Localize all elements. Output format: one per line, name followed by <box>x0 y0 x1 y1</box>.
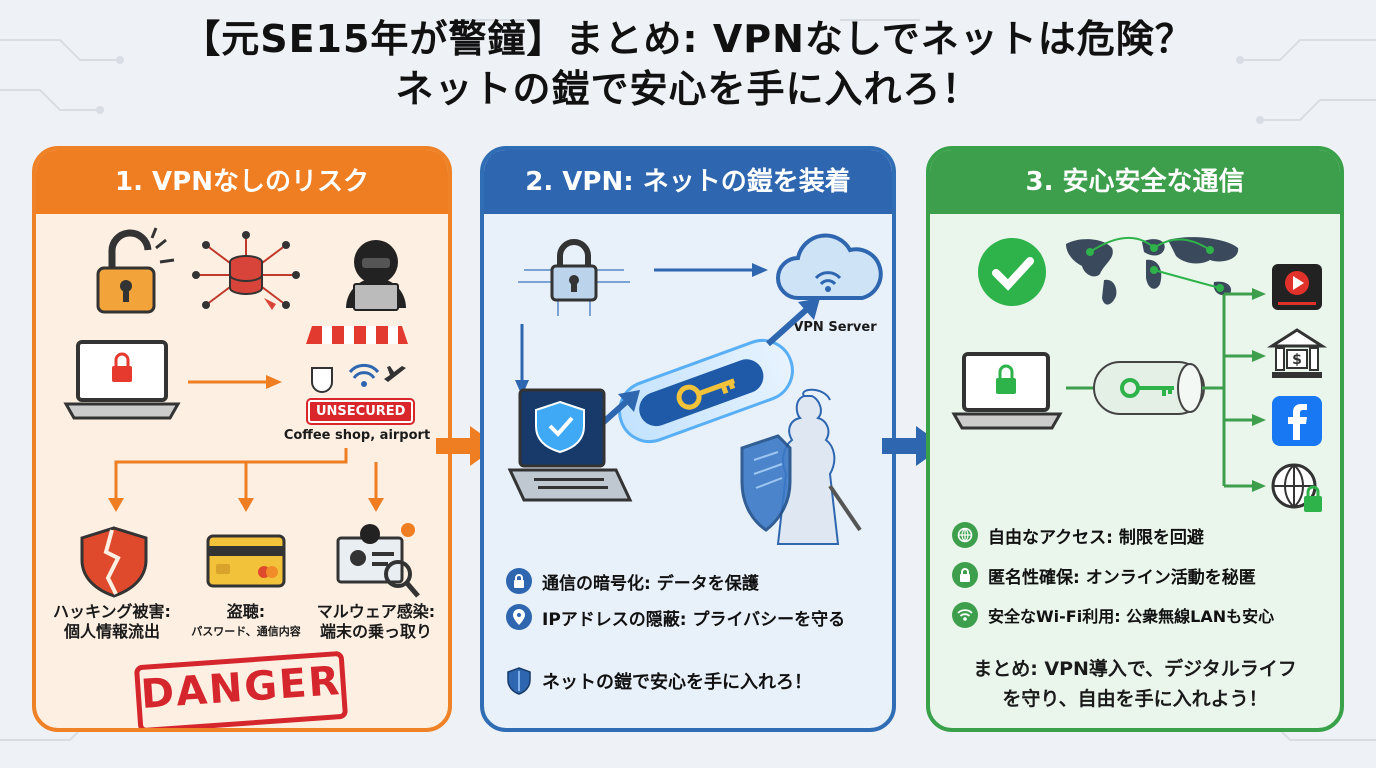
feature-encryption-text: 通信の暗号化: データを保護 <box>542 573 759 594</box>
lock-icon <box>952 562 978 588</box>
hacker-icon <box>346 240 406 311</box>
title-line-1: 【元SE15年が警鐘】まとめ: VPNなしでネットは危険？ <box>182 17 1194 61</box>
vpn-panel-header: 2. VPN: ネットの鎧を装着 <box>484 150 892 214</box>
risk-hacking-label: ハッキング被害: 個人情報流出 <box>53 602 171 641</box>
wifi-icon <box>952 602 978 628</box>
benefit-free-access: 自由なアクセス: 制限を回避 <box>952 522 1204 548</box>
svg-text:$: $ <box>1292 352 1302 368</box>
world-map-icon <box>1066 236 1239 305</box>
globe-lock-icon <box>1271 463 1322 512</box>
arrow-tunnel-to-server <box>765 298 820 347</box>
lock-icon <box>506 568 532 594</box>
page-title: 【元SE15年が警鐘】まとめ: VPNなしでネットは危険？ ネットの鎧で安心を手… <box>0 14 1376 114</box>
vpn-panel: 2. VPN: ネットの鎧を装着 VPN Server <box>480 146 896 732</box>
arrow-down-to-laptop <box>515 324 529 396</box>
vpn-server-label: VPN Server <box>793 320 877 335</box>
feature-ip-hiding-text: IPアドレスの隠蔽: プライバシーを守る <box>542 609 846 630</box>
location-pin-icon <box>506 604 532 630</box>
summary-text: まとめ: VPN導入で、デジタルライフ を守り、自由を手に入れよう！ <box>973 658 1297 710</box>
broken-padlock-icon <box>96 227 175 314</box>
arrow-to-server <box>654 263 768 277</box>
malware-laptop-icon <box>336 523 420 598</box>
broken-shield-icon <box>80 526 148 598</box>
risk-eavesdrop-label: 盗聴: パスワード、通信内容 <box>191 602 301 638</box>
benefit-anonymity-text: 匿名性確保: オンライン活動を秘匿 <box>988 567 1256 588</box>
cloud-server-icon <box>776 233 883 300</box>
shield-laptop-icon <box>507 388 633 502</box>
benefit-safe-wifi: 安全なWi-Fi利用: 公衆無線LANも安心 <box>952 602 1274 628</box>
risk-panel-header: 1. VPNなしのリスク <box>36 150 448 214</box>
vpn-tagline: ネットの鎧で安心を手に入れろ！ <box>506 667 812 695</box>
public-wifi-icon <box>306 326 408 393</box>
circuit-lock-icon <box>518 239 630 316</box>
facebook-icon <box>1272 396 1322 446</box>
video-player-icon <box>1272 264 1322 310</box>
wifi-location-caption: Coffee shop, airport <box>283 428 431 443</box>
laptop-icon <box>63 340 181 420</box>
check-circle-icon <box>978 238 1046 306</box>
safe-panel-header: 3. 安心安全な通信 <box>930 150 1340 214</box>
arrow-to-wifi <box>188 375 282 389</box>
title-line-2: ネットの鎧で安心を手に入れろ！ <box>395 67 981 111</box>
service-branch-arrows <box>1202 288 1266 492</box>
benefit-safe-wifi-text: 安全なWi-Fi利用: 公衆無線LANも安心 <box>988 607 1275 626</box>
danger-stamp: DANGER <box>133 650 349 728</box>
green-tunnel-icon <box>1093 361 1205 415</box>
benefit-free-access-text: 自由なアクセス: 制限を回避 <box>988 527 1204 548</box>
credit-card-icon <box>206 534 286 588</box>
vpn-tagline-text: ネットの鎧で安心を手に入れろ！ <box>542 672 812 693</box>
unsecured-badge: UNSECURED <box>308 400 414 423</box>
armored-knight-icon <box>740 388 862 545</box>
secure-laptop-icon <box>951 352 1063 430</box>
feature-encryption: 通信の暗号化: データを保護 <box>506 568 759 594</box>
benefit-anonymity: 匿名性確保: オンライン活動を秘匿 <box>952 562 1256 588</box>
risk-malware-label: マルウェア感染: 端末の乗っ取り <box>316 602 436 641</box>
encrypted-tunnel-icon <box>618 338 794 444</box>
risk-panel: 1. VPNなしのリスク <box>32 146 452 732</box>
feature-ip-hiding: IPアドレスの隠蔽: プライバシーを守る <box>506 604 845 630</box>
safe-communication-panel: 3. 安心安全な通信 <box>926 146 1344 732</box>
globe-icon <box>952 522 978 548</box>
bank-icon: $ <box>1266 328 1328 378</box>
shield-icon <box>506 667 532 695</box>
database-network-icon <box>192 231 300 310</box>
risk-branch-arrows <box>108 448 384 512</box>
